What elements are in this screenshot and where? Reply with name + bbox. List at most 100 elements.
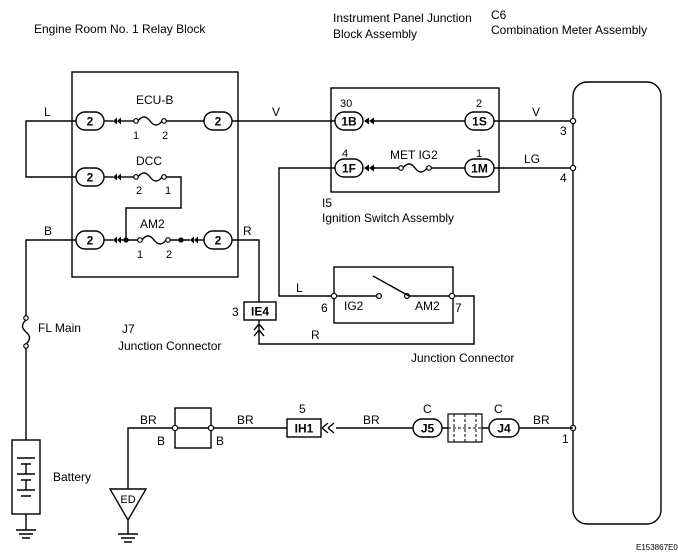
svg-text:2: 2	[87, 171, 94, 185]
terminal-dot	[569, 117, 577, 125]
wire-color-v-meter: V	[532, 105, 540, 119]
wire-color-l-loop: L	[44, 105, 51, 119]
ign-pin7: 7	[455, 301, 462, 315]
ignition-switch-box	[333, 266, 454, 324]
male-terminal-icon	[113, 236, 121, 244]
wire-color-lg: LG	[524, 152, 540, 166]
terminal-dot	[569, 164, 577, 172]
junction-connector-title: Junction Connector	[411, 351, 514, 365]
wire-r-am2	[232, 239, 260, 302]
ip-junction-block-title-line2: Block Assembly	[333, 27, 417, 41]
wire-r-return	[258, 295, 475, 345]
svg-text:1M: 1M	[471, 162, 488, 176]
svg-text:1F: 1F	[342, 162, 356, 176]
junction-b-right: B	[216, 434, 224, 448]
ignition-switch-code: I5	[322, 196, 332, 210]
relay-connector-ecub-right: 2	[203, 111, 233, 131]
connector-ih1-pin: 5	[299, 402, 306, 416]
relay-connector-dcc: 2	[75, 167, 105, 187]
male-terminal-icon	[113, 173, 121, 181]
fl-main-fuse-icon	[21, 310, 31, 440]
fuse-ecub-label: ECU-B	[136, 93, 173, 107]
fuse-ecub-pin2: 2	[162, 130, 168, 142]
wire-color-v-ecub: V	[272, 105, 280, 119]
combination-meter-box	[572, 81, 662, 525]
fuse-met-ig2-icon	[398, 163, 432, 173]
ground-junction-block	[171, 407, 215, 449]
junction-b-left: B	[157, 434, 165, 448]
ign-pin6: 6	[321, 301, 328, 315]
ip-jb-pin30: 30	[340, 98, 352, 110]
fl-main-label: FL Main	[38, 321, 81, 335]
combination-meter-title: Combination Meter Assembly	[491, 23, 647, 37]
connector-j4: J4	[488, 418, 520, 438]
wire-color-b: B	[44, 224, 52, 238]
document-id: E153867E01	[636, 543, 678, 552]
fuse-ecub-icon	[133, 116, 167, 126]
female-terminal-icon	[253, 320, 265, 338]
ground-ed-label: ED	[120, 494, 135, 506]
fuse-dcc-pin2: 2	[136, 185, 142, 197]
j7-title: Junction Connector	[118, 339, 221, 353]
wire-b-battery	[25, 239, 76, 310]
wire-color-br-ih1: BR	[363, 413, 380, 427]
svg-text:2: 2	[87, 115, 94, 129]
terminal-dot	[448, 292, 456, 300]
fuse-met-ig2-label: MET IG2	[390, 148, 438, 162]
terminal-dot	[330, 292, 338, 300]
fuse-am2-label: AM2	[140, 217, 165, 231]
ignition-switch-contact-icon	[336, 275, 450, 300]
fuse-am2-pin2: 2	[166, 249, 172, 261]
fuse-am2-pin1: 1	[137, 249, 143, 261]
ign-am2-label: AM2	[415, 299, 440, 313]
male-terminal-icon	[190, 236, 198, 244]
relay-connector-am2-left: 2	[75, 230, 105, 250]
wire-l-loop	[25, 120, 76, 178]
wire-color-br-meter: BR	[533, 413, 550, 427]
male-terminal-icon	[364, 117, 374, 125]
wire-dcc-to-am2	[125, 176, 182, 240]
wire-br-ground	[127, 427, 172, 489]
splice-dot	[123, 237, 129, 243]
fuse-am2-icon	[137, 235, 171, 245]
connector-ie4-pin: 3	[232, 305, 239, 319]
battery-icon	[11, 439, 41, 539]
svg-text:J5: J5	[421, 422, 435, 436]
connector-ie4: IE4	[243, 301, 277, 321]
ground-ed-icon	[108, 488, 148, 543]
connector-j5-pin: C	[423, 402, 432, 416]
svg-text:IE4: IE4	[251, 305, 269, 319]
wire-color-br-mid: BR	[237, 413, 254, 427]
ip-jb-pin2: 2	[476, 98, 482, 110]
combination-meter-code: C6	[491, 8, 507, 22]
fuse-dcc-label: DCC	[136, 154, 162, 168]
fuse-dcc-icon	[133, 172, 167, 182]
wire-color-r: R	[243, 224, 252, 238]
ign-ig2-label: IG2	[344, 299, 364, 313]
ip-jb-pin1: 1	[476, 148, 482, 160]
svg-text:2: 2	[215, 234, 222, 248]
svg-text:J4: J4	[497, 422, 511, 436]
svg-text:2: 2	[87, 234, 94, 248]
connector-j4-pin: C	[494, 402, 503, 416]
relay-block-title: Engine Room No. 1 Relay Block	[34, 22, 206, 36]
svg-text:IH1: IH1	[295, 422, 314, 436]
connector-j5: J5	[412, 418, 443, 438]
wire-color-l-ig2: L	[296, 281, 303, 295]
ip-connector-1b: 1B	[334, 111, 364, 131]
wire-color-r-return: R	[311, 328, 320, 342]
meter-pin1: 1	[562, 432, 569, 446]
meter-pin3: 3	[560, 124, 567, 138]
connector-ih1: IH1	[286, 418, 322, 438]
wire-l-ig2	[278, 167, 335, 297]
fuse-dcc-pin1: 1	[165, 185, 171, 197]
meter-pin4: 4	[560, 171, 567, 185]
wire-color-br-ground: BR	[140, 413, 157, 427]
relay-connector-ecub-left: 2	[75, 111, 105, 131]
j7-code: J7	[122, 322, 135, 336]
fuse-ecub-pin1: 1	[133, 130, 139, 142]
splice-dot	[178, 237, 184, 243]
svg-text:2: 2	[215, 115, 222, 129]
relay-block-box	[71, 71, 239, 278]
